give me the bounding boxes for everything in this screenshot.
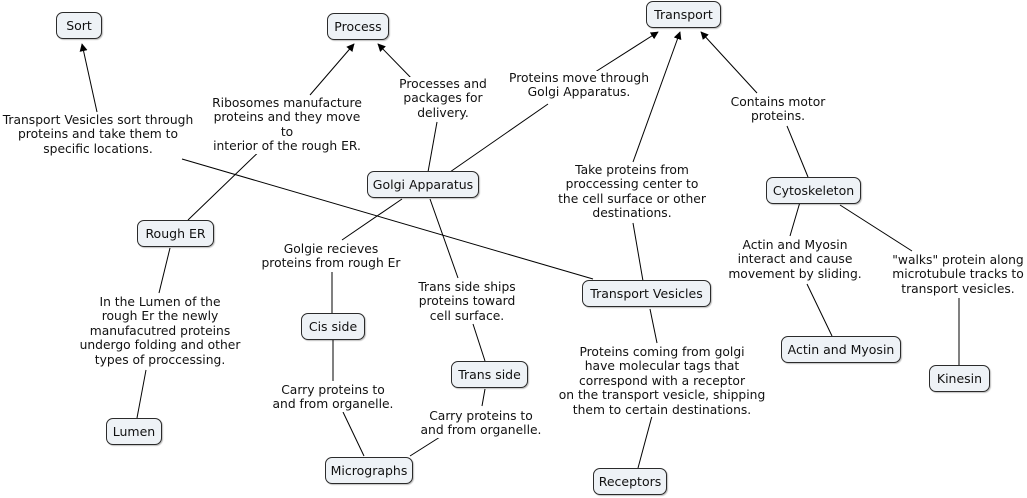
line-vesicles-to-tags: [649, 308, 658, 344]
line-golgi-to-processes: [427, 121, 438, 173]
arrow-to-process-1: [309, 43, 355, 96]
concept-lumen[interactable]: Lumen: [106, 418, 162, 445]
line-golgi-to-proteins-move: [449, 103, 549, 173]
link-carry-cis: Carry proteins to and from organelle.: [264, 383, 402, 412]
concept-receptors[interactable]: Receptors: [593, 468, 667, 495]
line-rough-er-to-lumen-label: [158, 247, 171, 294]
link-golgie-recieves: Golgie recieves proteins from rough Er: [250, 242, 412, 271]
arrow-to-transport-1: [591, 31, 659, 75]
concept-golgi-apparatus[interactable]: Golgi Apparatus: [367, 171, 479, 198]
concept-cis-side[interactable]: Cis side: [301, 313, 365, 340]
line-rough-er-to-ribosomes: [187, 140, 271, 221]
link-carry-trans: Carry proteins to and from organelle.: [412, 409, 550, 438]
link-actin-interact: Actin and Myosin interact and cause move…: [724, 238, 866, 282]
line-trans-to-carry: [481, 388, 486, 407]
concept-transport-vesicles[interactable]: Transport Vesicles: [582, 280, 711, 307]
link-ribosomes: Ribosomes manufacture proteins and they …: [206, 96, 368, 154]
line-vesicles-to-take-proteins: [632, 222, 644, 282]
line-cytoskeleton-to-actin-label: [789, 201, 801, 237]
concept-process[interactable]: Process: [327, 13, 389, 40]
concept-actin-and-myosin[interactable]: Actin and Myosin: [781, 336, 901, 363]
line-trans-ships-to-trans: [472, 323, 486, 362]
concept-kinesin[interactable]: Kinesin: [929, 365, 990, 392]
link-motor-proteins: Contains motor proteins.: [722, 95, 834, 124]
concept-cytoskeleton[interactable]: Cytoskeleton: [766, 177, 861, 204]
concept-micrographs[interactable]: Micrographs: [325, 457, 413, 484]
concept-sort[interactable]: Sort: [56, 12, 102, 39]
line-carry-to-micrographs-2: [409, 436, 441, 457]
link-molecular-tags: Proteins coming from golgi have molecula…: [554, 345, 770, 418]
line-cytoskeleton-to-walks: [839, 204, 913, 252]
link-processes-packages: Processes and packages for delivery.: [392, 77, 494, 121]
line-cytoskeleton-to-motor: [786, 125, 809, 178]
link-walks: "walks" protein along microtubule tracks…: [884, 253, 1027, 297]
line-lumen-label-to-lumen: [136, 369, 147, 419]
concept-transport[interactable]: Transport: [646, 1, 721, 28]
line-actin-label-to-actin: [806, 283, 833, 337]
link-take-proteins: Take proteins from proccessing center to…: [546, 163, 718, 221]
arrow-to-transport-3: [700, 31, 758, 94]
link-trans-ships: Trans side ships proteins toward cell su…: [408, 280, 526, 324]
concept-rough-er[interactable]: Rough ER: [137, 220, 214, 247]
line-carry-to-micrographs: [342, 411, 365, 457]
arrow-to-transport-2: [632, 31, 682, 163]
link-lumen-folding: In the Lumen of the rough Er the newly m…: [76, 295, 244, 368]
link-proteins-move: Proteins move through Golgi Apparatus.: [508, 71, 650, 100]
line-tags-to-receptors: [637, 415, 653, 469]
line-golgi-to-golgie-recieves: [341, 198, 403, 241]
line-golgi-to-trans-ships: [429, 198, 459, 279]
link-vesicles-sort: Transport Vesicles sort through proteins…: [0, 113, 196, 157]
concept-trans-side[interactable]: Trans side: [451, 361, 528, 388]
line-vesicles-to-sort-label: [181, 158, 594, 280]
arrow-to-sort: [79, 43, 98, 113]
arrow-to-process-2: [377, 43, 416, 83]
